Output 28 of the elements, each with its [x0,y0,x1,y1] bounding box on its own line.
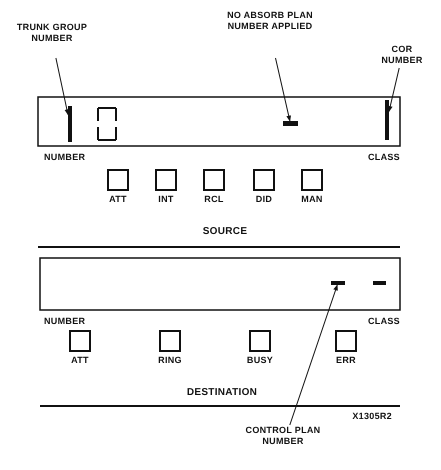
figure-number: X1305R2 [352,411,392,421]
field-label: NUMBER [44,316,86,326]
lamp-label: MAN [301,194,323,204]
field-label: CLASS [368,152,400,162]
field-label: NUMBER [44,152,86,162]
leader-line [275,58,292,122]
segment-bar [331,281,345,285]
lamp-label: ATT [71,355,89,365]
lamp-label: ERR [336,355,356,365]
leader-line [289,284,338,426]
leader-line [55,58,70,116]
section-title: SOURCE [202,226,248,237]
lamp-label: INT [158,194,174,204]
segment-bar [385,100,389,140]
callout-label: CONTROL PLAN NUMBER [240,425,326,465]
field-label: CLASS [368,316,400,326]
callout-label: COR NUMBER [378,44,426,68]
lamp-label: ATT [109,194,127,204]
segment-bar [68,106,72,142]
segment-bar [283,121,298,126]
lamp-label: DID [256,194,272,204]
callout-label: TRUNK GROUP NUMBER [14,22,90,58]
callout-label: NO ABSORB PLAN NUMBER APPLIED [222,10,318,58]
leader-line [388,68,400,112]
section-title: DESTINATION [186,387,258,398]
lamp-label: RING [158,355,182,365]
lamp-label: RCL [204,194,224,204]
lamp-label: BUSY [246,355,274,365]
